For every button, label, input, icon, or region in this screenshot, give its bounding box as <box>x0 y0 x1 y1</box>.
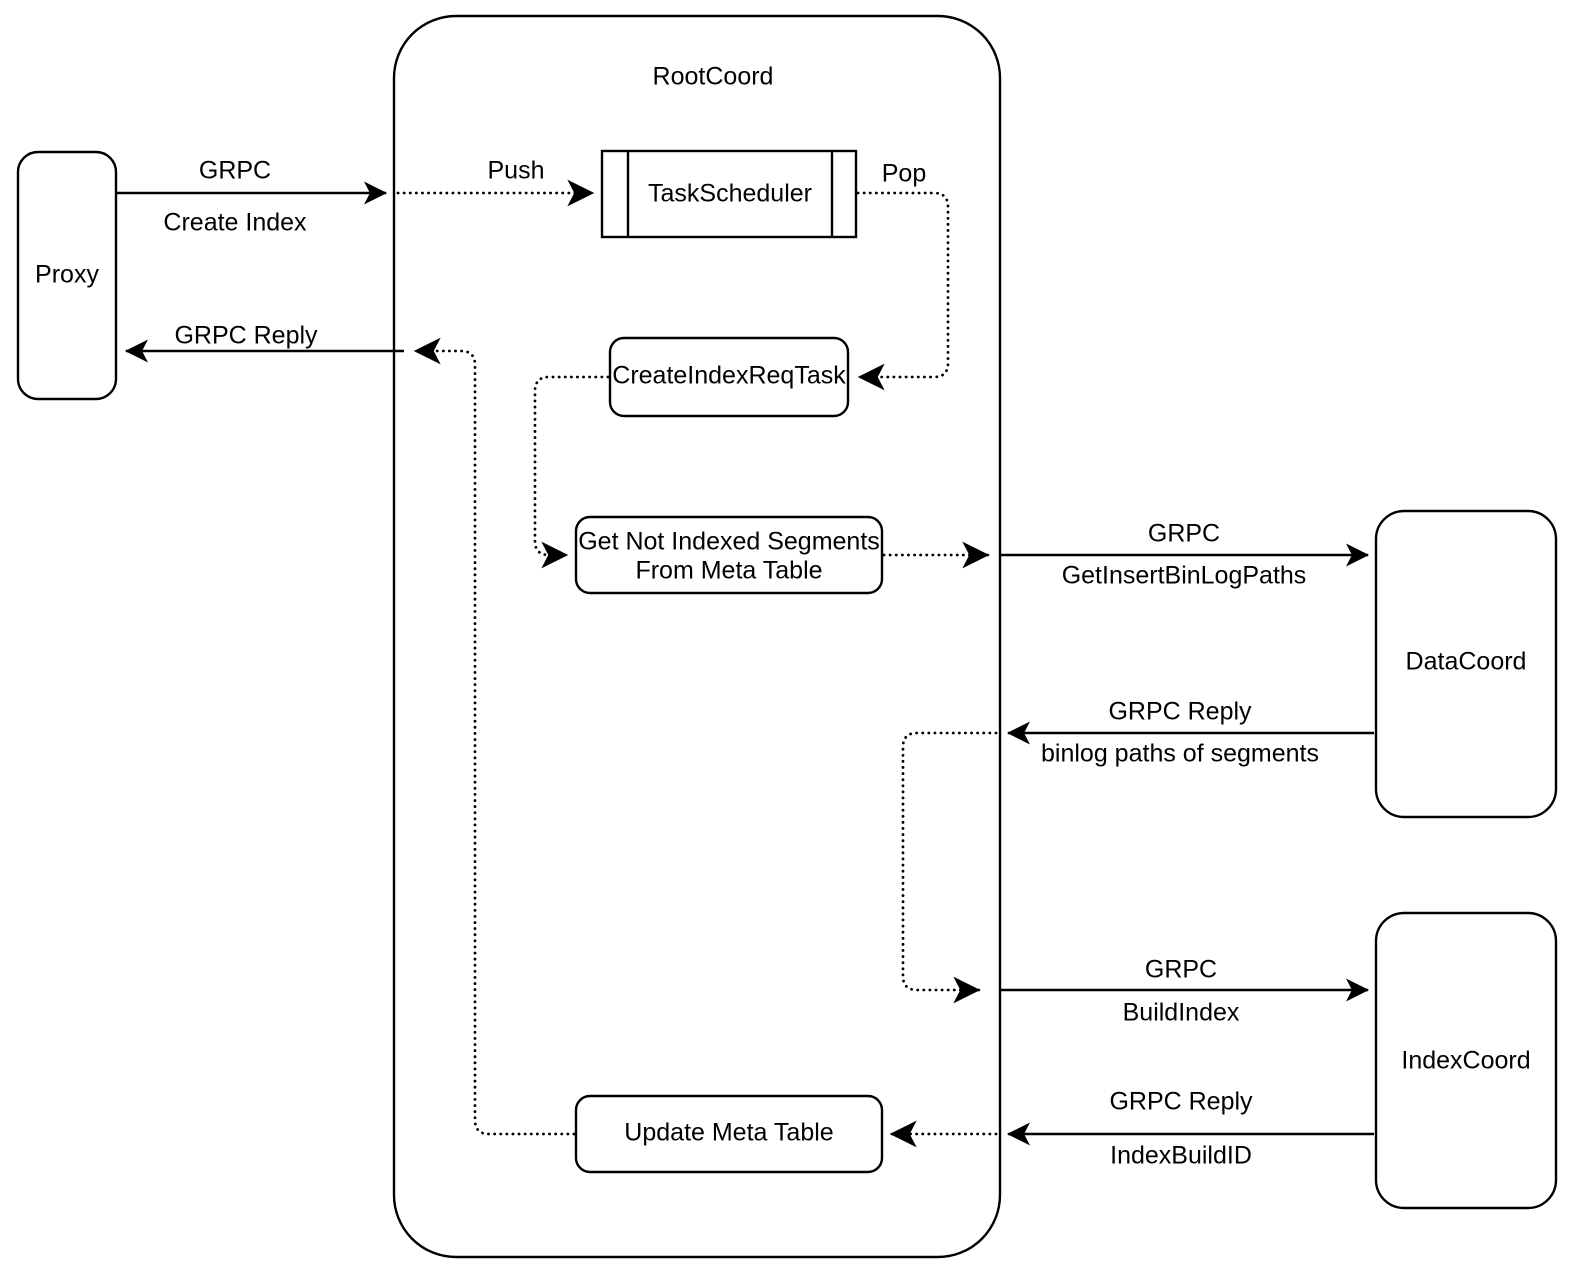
edge-push-label: Push <box>488 157 545 185</box>
edge-pop-to-createindexreqtask[interactable]: Pop <box>856 160 950 391</box>
node-proxy[interactable]: Proxy <box>16 150 118 401</box>
edge-proxy-to-rootcoord-label-top: GRPC <box>199 157 271 185</box>
edge-getnotindexed-to-datacoord-label-top: GRPC <box>1148 520 1220 548</box>
edge-proxy-to-rootcoord-label-bottom: Create Index <box>163 209 307 237</box>
edge-rootcoord-to-indexcoord[interactable]: GRPC BuildIndex <box>1000 956 1370 1027</box>
update-meta-table-label: Update Meta Table <box>624 1119 833 1147</box>
node-update-meta-table[interactable]: Update Meta Table <box>574 1094 884 1174</box>
get-not-indexed-segments-box <box>574 515 884 595</box>
node-create-index-req-task[interactable]: CreateIndexReqTask <box>608 336 850 418</box>
edge-datacoord-reply[interactable]: GRPC Reply binlog paths of segments <box>901 698 1374 1004</box>
edge-updatemeta-to-proxy-reply[interactable]: GRPC Reply <box>124 322 576 1136</box>
container-rootcoord[interactable]: RootCoord <box>392 14 1002 1259</box>
node-task-scheduler[interactable]: TaskScheduler <box>600 149 858 239</box>
edge-datacoord-reply-to-buildindex-link <box>901 731 998 1004</box>
task-scheduler-box <box>600 149 858 239</box>
edge-indexcoord-reply-label-top: GRPC Reply <box>1109 1088 1253 1116</box>
edge-updatemeta-to-boundary-line <box>413 337 576 1136</box>
edge-pop-label: Pop <box>882 160 926 188</box>
task-scheduler-label: TaskScheduler <box>648 180 812 208</box>
node-indexcoord[interactable]: IndexCoord <box>1374 911 1558 1210</box>
create-index-req-task-label: CreateIndexReqTask <box>612 362 846 390</box>
datacoord-box <box>1374 509 1558 819</box>
create-index-req-task-box <box>608 336 850 418</box>
datacoord-label: DataCoord <box>1406 648 1527 676</box>
node-get-not-indexed-segments[interactable]: Get Not Indexed Segments From Meta Table <box>574 515 884 595</box>
edge-pop-line <box>856 191 950 391</box>
indexcoord-label: IndexCoord <box>1401 1047 1530 1075</box>
edge-updatemeta-to-proxy-label: GRPC Reply <box>174 322 318 350</box>
edge-proxy-to-rootcoord[interactable]: GRPC Create Index <box>117 157 388 237</box>
node-datacoord[interactable]: DataCoord <box>1374 509 1558 819</box>
edge-rootcoord-to-indexcoord-label-top: GRPC <box>1145 956 1217 984</box>
edge-indexcoord-reply[interactable]: GRPC Reply IndexBuildID <box>889 1088 1374 1170</box>
edge-push-to-taskscheduler[interactable]: Push <box>396 157 595 207</box>
edge-datacoord-reply-label-bottom: binlog paths of segments <box>1041 740 1319 768</box>
get-not-indexed-segments-label-line1: Get Not Indexed Segments <box>578 528 880 556</box>
proxy-label: Proxy <box>35 261 99 289</box>
edge-rootcoord-to-indexcoord-label-bottom: BuildIndex <box>1123 999 1240 1027</box>
edge-indexcoord-reply-label-bottom: IndexBuildID <box>1110 1142 1252 1170</box>
rootcoord-label: RootCoord <box>653 63 774 91</box>
edge-getnotindexed-to-datacoord[interactable]: GRPC GetInsertBinLogPaths <box>882 520 1370 590</box>
proxy-box <box>16 150 118 401</box>
get-not-indexed-segments-label-line2: From Meta Table <box>635 557 822 585</box>
edge-datacoord-reply-label-top: GRPC Reply <box>1108 698 1252 726</box>
indexcoord-box <box>1374 911 1558 1210</box>
update-meta-table-box <box>574 1094 884 1174</box>
rootcoord-boundary <box>392 14 1002 1259</box>
edge-getnotindexed-to-datacoord-label-bottom: GetInsertBinLogPaths <box>1062 562 1307 590</box>
